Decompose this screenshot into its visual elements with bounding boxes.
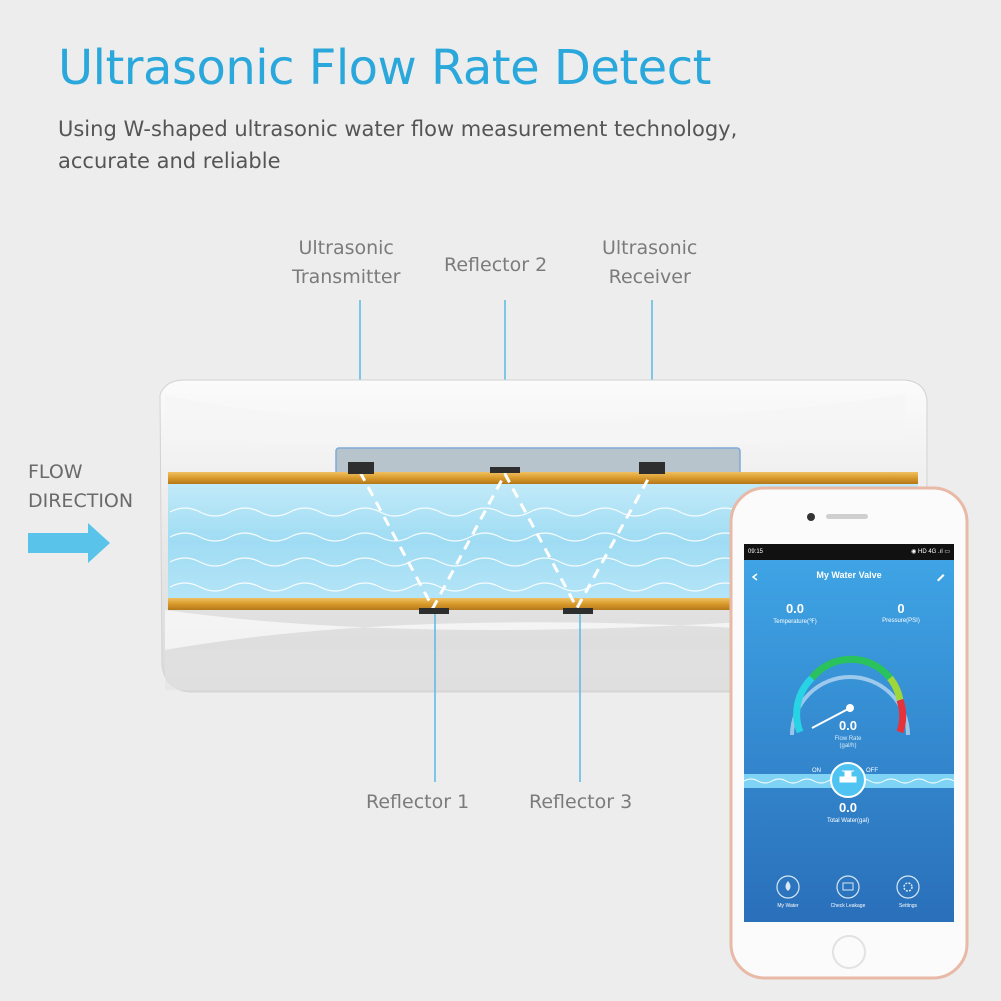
- temperature-label: Temperature(℉): [773, 619, 817, 625]
- phone-screen: [744, 544, 954, 922]
- ultrasonic-transmitter-sensor: [348, 462, 374, 474]
- flow-rate-label: Flow Rate: [834, 736, 862, 742]
- gauge-green-segment: [809, 655, 893, 681]
- edit-pencil-icon[interactable]: [937, 574, 945, 582]
- water-drop-glyph: [785, 881, 791, 891]
- phone-speaker: [826, 514, 868, 519]
- gauge-needle: [811, 707, 851, 729]
- nav-my-water[interactable]: My Water: [777, 903, 799, 909]
- gauge-hub: [846, 704, 854, 712]
- shell-bottom-curve: [165, 610, 905, 650]
- phone-camera-icon: [807, 513, 815, 521]
- total-water-label: Total Water(gal): [826, 818, 870, 824]
- temperature-value: 0.0: [785, 601, 805, 616]
- valve-off-label: OFF: [866, 768, 878, 774]
- nav-check-leakage[interactable]: Check Leakage: [830, 903, 866, 909]
- flow-direction-arrow-icon: [28, 523, 110, 563]
- back-arrow-icon[interactable]: [751, 573, 758, 581]
- label-reflector-1: Reflector 1: [366, 791, 470, 813]
- subtitle-line-1: Using W-shaped ultrasonic water flow mea…: [58, 117, 738, 141]
- page-subtitle: Using W-shaped ultrasonic water flow mea…: [58, 113, 838, 177]
- subtitle-line-2: accurate and reliable: [58, 149, 281, 173]
- status-icons: ◉ HD 4G .ıl ▭: [911, 549, 950, 555]
- reflector-3-plate: [563, 608, 593, 614]
- gear-icon[interactable]: [896, 875, 920, 899]
- phone-home-button[interactable]: [832, 935, 866, 969]
- faucet-icon: [839, 770, 857, 783]
- total-water-value: 0.0: [838, 800, 858, 815]
- label-ultrasonic-receiver: Ultrasonic Receiver: [602, 237, 698, 288]
- ultrasonic-receiver-sensor: [639, 462, 665, 474]
- pipe-top-wall: [168, 472, 918, 484]
- flow-rate-unit: (gal/h): [839, 743, 857, 749]
- label-ultrasonic-transmitter: Ultrasonic Transmitter: [292, 237, 401, 288]
- water-drop-icon[interactable]: [776, 875, 800, 899]
- gauge-red-segment: [896, 698, 907, 734]
- leak-check-glyph: [842, 882, 854, 891]
- nav-settings[interactable]: Settings: [898, 903, 918, 909]
- pressure-value: 0: [897, 601, 905, 616]
- page-title: Ultrasonic Flow Rate Detect: [58, 40, 711, 96]
- pressure-label: Pressure(PSI): [882, 618, 920, 624]
- reflector-1-plate: [419, 608, 449, 614]
- status-time: 09:15: [748, 549, 764, 555]
- leak-check-icon[interactable]: [836, 875, 860, 899]
- flow-rate-value: 0.0: [838, 718, 858, 733]
- gear-glyph: [903, 882, 913, 892]
- gauge-cyan-segment: [793, 675, 815, 734]
- label-reflector-3: Reflector 3: [529, 791, 633, 813]
- app-title: My Water Valve: [816, 570, 882, 580]
- label-flow-direction: FLOW DIRECTION: [28, 461, 134, 512]
- water-waves: [169, 507, 771, 592]
- w-shaped-beam-path: [358, 470, 654, 612]
- reflector-2-plate: [490, 467, 520, 473]
- phone-status-bar: [744, 544, 954, 560]
- label-reflector-2: Reflector 2: [444, 254, 548, 276]
- gauge-yellow-segment: [887, 675, 904, 701]
- valve-on-label: ON: [812, 768, 821, 774]
- shell-top-curve: [165, 395, 905, 445]
